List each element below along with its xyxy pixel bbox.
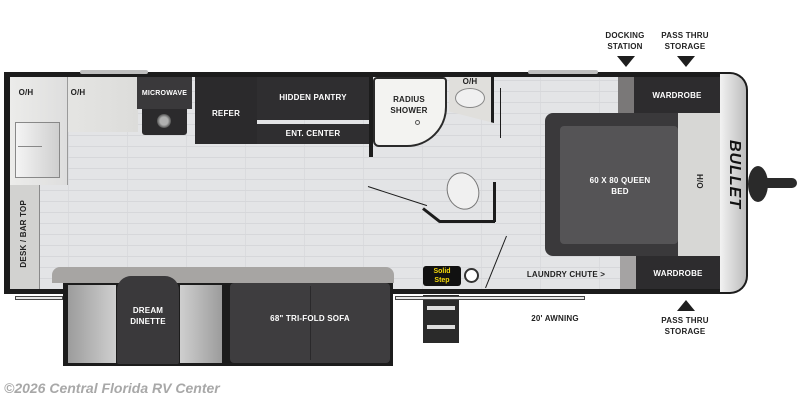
solid-step-badge: Solid Step (423, 266, 461, 286)
pass-thru-bottom-callout: PASS THRU STORAGE (661, 316, 709, 336)
radius-shower-label: RADIUS SHOWER (378, 94, 440, 116)
refer-cabinet (195, 77, 257, 144)
dream-dinette-table (117, 276, 179, 364)
bath-wall-lower (440, 220, 495, 223)
radius-shower-text: RADIUS SHOWER (390, 95, 428, 115)
hitch-coupler (748, 166, 768, 202)
bath-sink-icon (455, 88, 485, 108)
kitchen-sink (15, 122, 60, 178)
hidden-pantry-label: HIDDEN PANTRY (279, 93, 347, 102)
dream-dinette-label: DREAM DINETTE (130, 306, 166, 326)
ent-center-label: ENT. CENTER (285, 129, 341, 138)
desk-bar-top (10, 185, 40, 289)
hitch-tongue (765, 178, 797, 188)
awning-rail (395, 296, 585, 300)
queen-bed (560, 126, 678, 244)
awning-label: 20' AWNING (531, 314, 579, 323)
docking-station-arrow-icon (617, 56, 635, 67)
faucet-icon (18, 146, 42, 147)
pass-thru-top-arrow-icon (677, 56, 695, 67)
closet-small (620, 256, 636, 289)
pass-thru-bottom-arrow-icon (677, 300, 695, 311)
dinette-bench-left (68, 285, 116, 363)
stair-step-2 (427, 325, 455, 329)
entry-stairs (423, 295, 459, 343)
oh-bath-label: O/H (462, 77, 478, 86)
bath-wall (369, 77, 373, 157)
stair-step-1 (427, 306, 455, 310)
lippert-logo-icon (464, 268, 479, 283)
ho-label: H/O (695, 174, 704, 189)
slide-rail-left (15, 296, 63, 300)
docking-station-cabinet (618, 77, 634, 113)
sofa-divider (310, 286, 311, 360)
shower-drain-icon (415, 120, 420, 125)
wardrobe-bottom-label: WARDROBE (653, 269, 703, 278)
ho-cabinet (678, 113, 720, 256)
dinette-bench-right (180, 285, 222, 363)
wardrobe-top (634, 77, 720, 113)
desk-bar-top-label: DESK / BAR TOP (19, 200, 28, 268)
microwave-label: MICROWAVE (141, 90, 188, 97)
queen-bed-label: 60 X 80 QUEEN BED (589, 176, 651, 196)
solid-step-line1: Solid (433, 268, 451, 275)
burner-icon (157, 114, 171, 128)
bath-partition (500, 88, 501, 138)
refer-label: REFER (211, 109, 241, 118)
wardrobe-bottom (636, 256, 720, 289)
sofa-label: 68" TRI-FOLD SOFA (270, 314, 350, 323)
bullet-logo: BULLET (726, 140, 743, 210)
window-top-left (80, 70, 148, 74)
docking-station-callout: DOCKING STATION (605, 31, 645, 51)
watermark: ©2026 Central Florida RV Center (4, 380, 220, 396)
ent-center (257, 124, 369, 144)
front-cap (720, 72, 748, 294)
radius-shower (373, 77, 447, 147)
microwave-cabinet (137, 77, 192, 109)
pass-thru-top-callout: PASS THRU STORAGE (661, 31, 709, 51)
oh-left-2-label: O/H (70, 88, 86, 97)
hidden-pantry (257, 77, 369, 120)
bath-wall-right (493, 182, 496, 222)
wardrobe-top-label: WARDROBE (652, 91, 702, 100)
oh-left-1-label: O/H (18, 88, 34, 97)
window-top-right (528, 70, 598, 74)
solid-step-line2: Step (434, 277, 450, 284)
laundry-chute-label: LAUNDRY CHUTE > (526, 270, 606, 279)
slide-out-countertop (52, 267, 394, 283)
